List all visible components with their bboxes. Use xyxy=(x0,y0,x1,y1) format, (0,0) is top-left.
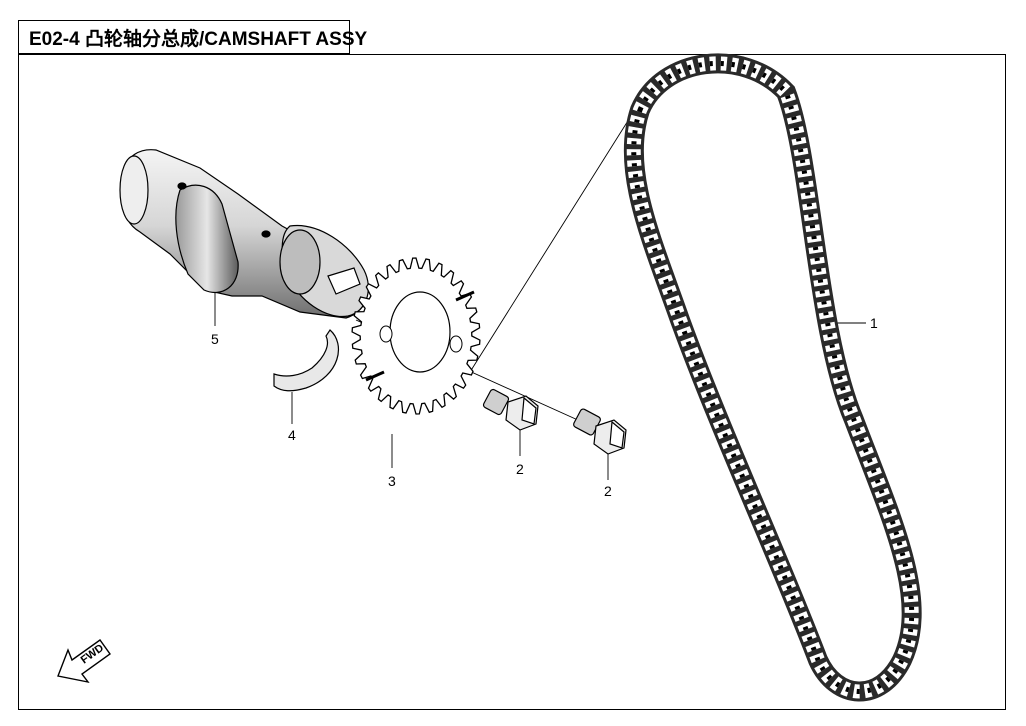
leader-chain-top xyxy=(469,107,651,373)
bolt-a-thread xyxy=(482,388,510,416)
diagram-title: E02-4 凸轮轴分总成/CAMSHAFT ASSY xyxy=(29,28,368,50)
chain-rollers xyxy=(631,60,915,694)
fwd-arrow-shape xyxy=(57,639,111,684)
camshaft-pin-hole xyxy=(261,230,271,238)
callout-labels: 1 2 2 3 4 5 xyxy=(211,315,878,499)
drawing-frame xyxy=(18,54,1006,710)
bolt-b xyxy=(573,408,627,455)
sprocket-center-hole xyxy=(389,291,451,373)
half-ring-shape xyxy=(273,329,339,392)
chain-outer-band xyxy=(623,53,922,702)
bolt-a xyxy=(482,388,539,431)
camshaft xyxy=(119,149,369,319)
fwd-arrow: FWD xyxy=(57,639,111,684)
cam-sprocket xyxy=(351,257,481,415)
sprocket-bolt-hole-a xyxy=(379,325,393,343)
camshaft-journal-end xyxy=(119,155,149,225)
chain-links xyxy=(626,56,919,699)
bolt-b-face xyxy=(609,420,625,449)
callout-chain: 1 xyxy=(870,315,878,331)
camshaft-bearing-ring xyxy=(279,229,321,295)
callout-half-ring: 4 xyxy=(288,427,296,443)
sprocket-slot-a xyxy=(455,290,475,302)
camshaft-key-slot xyxy=(327,267,361,295)
camshaft-hole xyxy=(177,182,187,190)
callout-bolt-b: 2 xyxy=(604,483,612,499)
half-ring xyxy=(273,329,339,392)
callout-camshaft: 5 xyxy=(211,331,219,347)
sprocket-bolt-hole-b xyxy=(449,335,463,353)
sprocket-slot-b xyxy=(365,370,385,382)
callout-sprocket: 3 xyxy=(388,473,396,489)
callout-bolt-a: 2 xyxy=(516,461,524,477)
title-box: E02-4 凸轮轴分总成/CAMSHAFT ASSY xyxy=(18,20,367,54)
cam-chain xyxy=(623,53,922,702)
bolt-a-face xyxy=(521,396,537,425)
camshaft-lobe xyxy=(175,184,239,294)
